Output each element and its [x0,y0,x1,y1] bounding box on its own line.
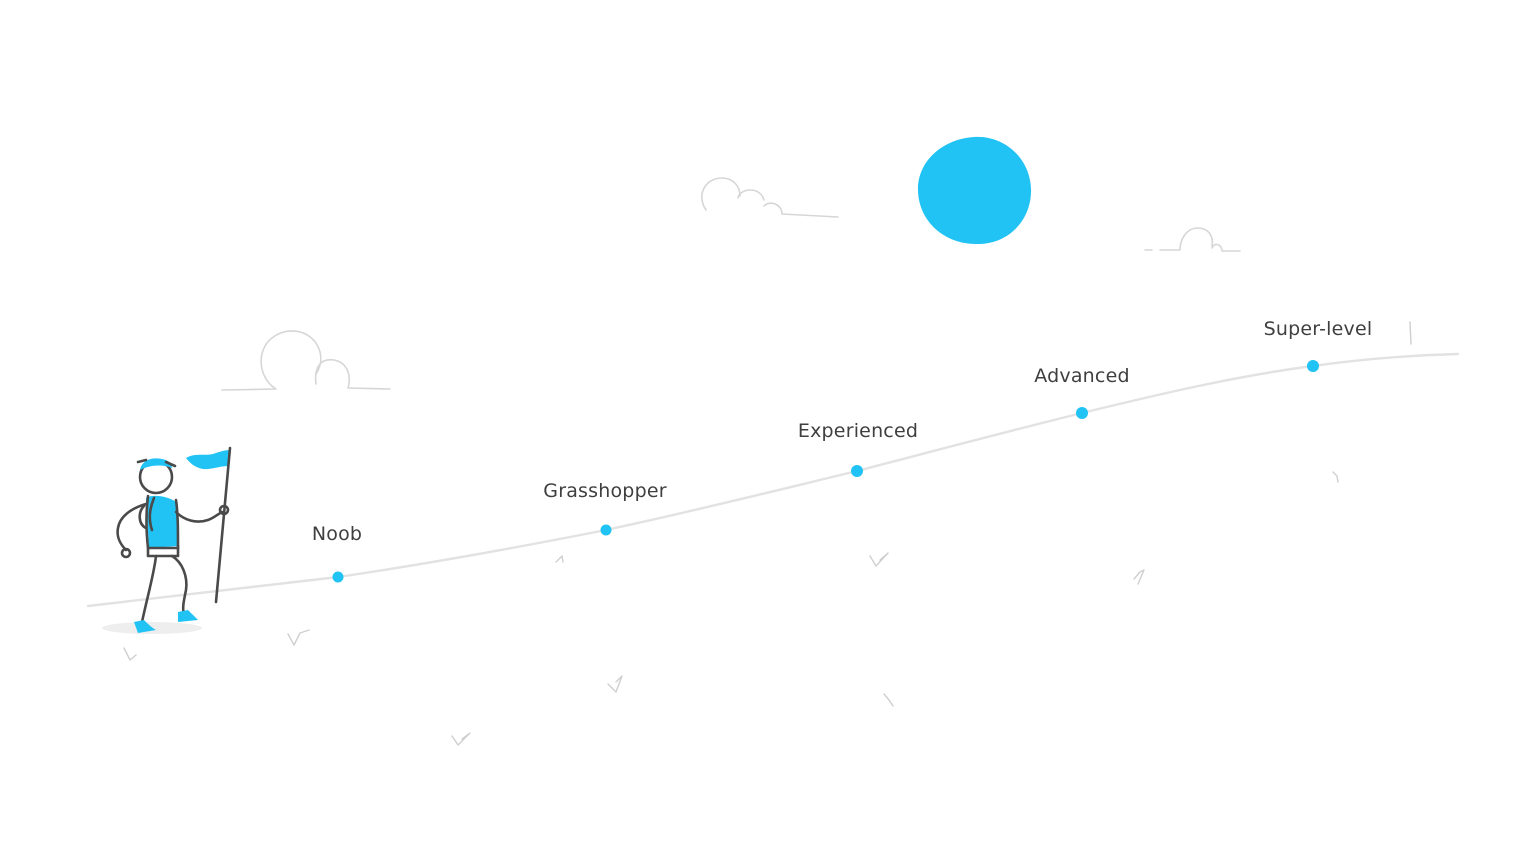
level-label-super-level: Super-level [1264,318,1373,340]
flag-pole [214,446,232,604]
level-marker-grasshopper [600,524,612,536]
level-marker-experienced [851,465,863,477]
progression-path [86,352,1460,608]
hiker-figure [102,446,232,634]
level-marker-noob [332,571,344,583]
level-labels: Noob Grasshopper Experienced Advanced Su… [312,318,1373,545]
flag-icon [186,450,230,470]
level-label-experienced: Experienced [798,420,918,442]
level-label-advanced: Advanced [1034,365,1129,387]
hiker-shoe [178,610,198,622]
cloud-icon [1144,227,1241,252]
level-markers [332,360,1319,583]
level-label-grasshopper: Grasshopper [543,480,666,502]
cloud-icon [701,177,839,218]
level-marker-super-level [1307,360,1319,372]
level-marker-advanced [1076,407,1088,419]
hiker-hair [140,458,172,470]
hiker-shoe [134,620,156,633]
level-label-noob: Noob [312,523,362,545]
grass-decoration [123,321,1412,746]
cloud-icon [221,330,391,391]
hiker-shirt [146,495,178,548]
sun-icon [917,136,1032,245]
